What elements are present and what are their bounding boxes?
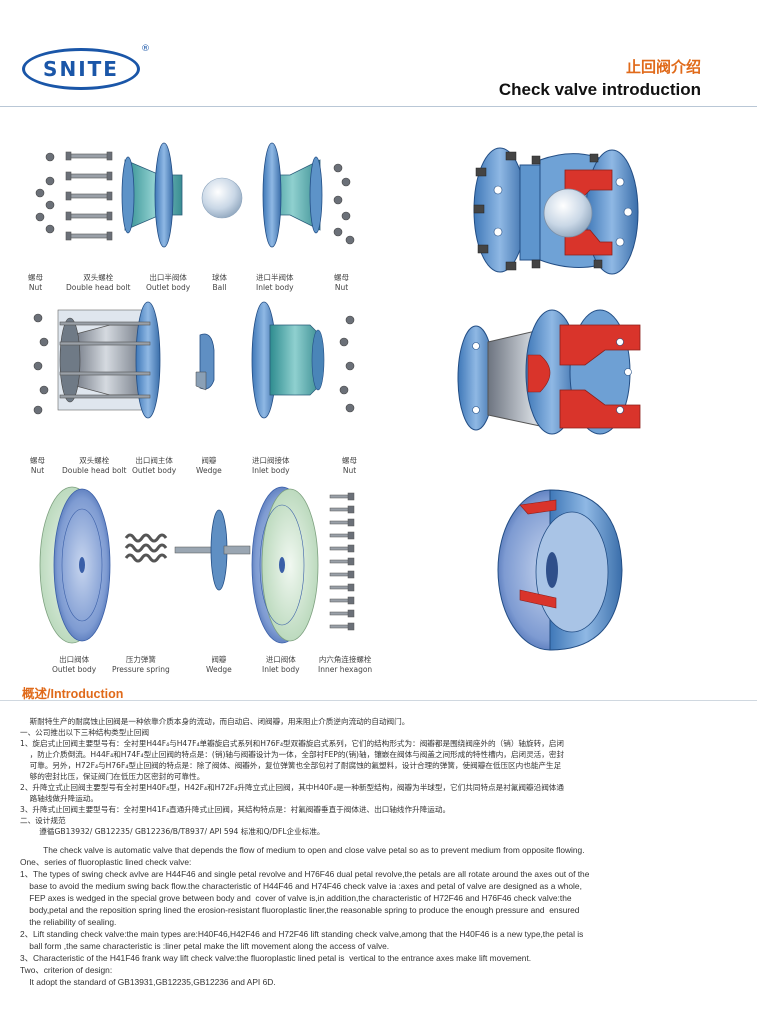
en-line: body,petal and the reposition spring lin… (20, 905, 580, 915)
row2-nuts-left (33, 313, 49, 415)
en-line: ball form ,the same characteristic is :l… (20, 941, 390, 951)
cn-line: 遵循GB13932/ GB12235/ GB12236/B/T8937/ API… (20, 827, 325, 836)
cn-line: 够的密封比压，保证阀门在低压力区密封的可靠性。 (20, 772, 205, 781)
cn-line: 2、升降立式止回阀主要型号有全衬里H40F₄型，H42F₄和H72F₄升降立式止… (20, 783, 564, 792)
row3-hex-bolts (329, 492, 355, 631)
cn-line: 二、设计规范 (20, 816, 66, 825)
row1-nuts-right (333, 163, 355, 245)
logo-text: SNITE (43, 57, 119, 81)
row2-nuts-right (339, 315, 355, 413)
cn-line: 3、升降式止回阀主要型号有：全衬里H41F₄直通升降式止回阀，其结构特点是：衬氟… (20, 805, 451, 814)
row2-inlet-body (251, 301, 325, 419)
cn-line: 路轴线做升降运动。 (20, 794, 98, 803)
assembled-lift-check-valve (457, 309, 641, 435)
en-line: base to avoid the medium swing back flow… (20, 881, 582, 891)
en-line: One、series of fluoroplastic lined check … (20, 857, 192, 867)
en-line: 2、Lift standing check valve:the main typ… (20, 929, 584, 939)
en-line: 1、The types of swing check avlve are H44… (20, 869, 590, 879)
page-title-en: Check valve introduction (498, 80, 701, 99)
row3-inlet-body (251, 486, 319, 644)
en-line: 3、Characteristic of the H41F46 frank way… (20, 953, 532, 963)
valve-illustrations (33, 142, 641, 651)
snite-logo: SNITE (22, 48, 140, 90)
page-title-cn: 止回阀介绍 (625, 58, 701, 76)
header-divider (0, 106, 757, 107)
en-line: FEP axes is wedged in the special grove … (20, 893, 572, 903)
row3-wedge (174, 509, 251, 591)
cn-line: ，防止介质倒流。H44F₄和H74F₄型止回阀的特点是：(销)轴与阀瓣设计为一体… (20, 750, 565, 759)
row1-bolts (65, 151, 113, 241)
assembled-ball-check-valve (473, 147, 639, 275)
registered-mark: ® (141, 44, 150, 54)
cn-line: 斯耐特生产的耐腐蚀止回阀是一种依靠介质本身的流动，而自动启、闭阀瓣，用来阻止介质… (20, 717, 410, 726)
cn-line: 可靠。另外，H72F₄与H76F₄型止回阀的特点是：除了阀体、阀瓣外，复位弹簧也… (20, 761, 562, 770)
row1-ball (201, 177, 243, 219)
row3-outlet-body (39, 486, 111, 644)
row1-outlet-body (121, 142, 183, 248)
row2-outlet-body (57, 301, 161, 419)
row1-nuts-left (35, 152, 55, 234)
en-line: It adopt the standard of GB13931,GB12235… (20, 977, 276, 987)
en-line: The check valve is automatic valve that … (20, 845, 585, 855)
cn-line: 一、公司推出以下三种结构类型止回阀 (20, 728, 150, 737)
row2-wedge (195, 333, 215, 391)
en-line: the reliability of sealing. (20, 917, 117, 927)
row3-pressure-spring (124, 533, 168, 563)
en-line: Two、criterion of design: (20, 965, 113, 975)
cn-line: 1、旋启式止回阀主要型号有：全衬里H44F₄与H47F₄单瓣旋启式系列和H76F… (20, 739, 564, 748)
introduction-divider (0, 700, 757, 701)
page-header: SNITE ® 止回阀介绍 Check valve introduction (0, 0, 757, 108)
assembled-wafer-check-valve (497, 489, 623, 651)
introduction-heading: 概述/Introduction (22, 687, 124, 701)
row1-inlet-body (262, 142, 323, 248)
